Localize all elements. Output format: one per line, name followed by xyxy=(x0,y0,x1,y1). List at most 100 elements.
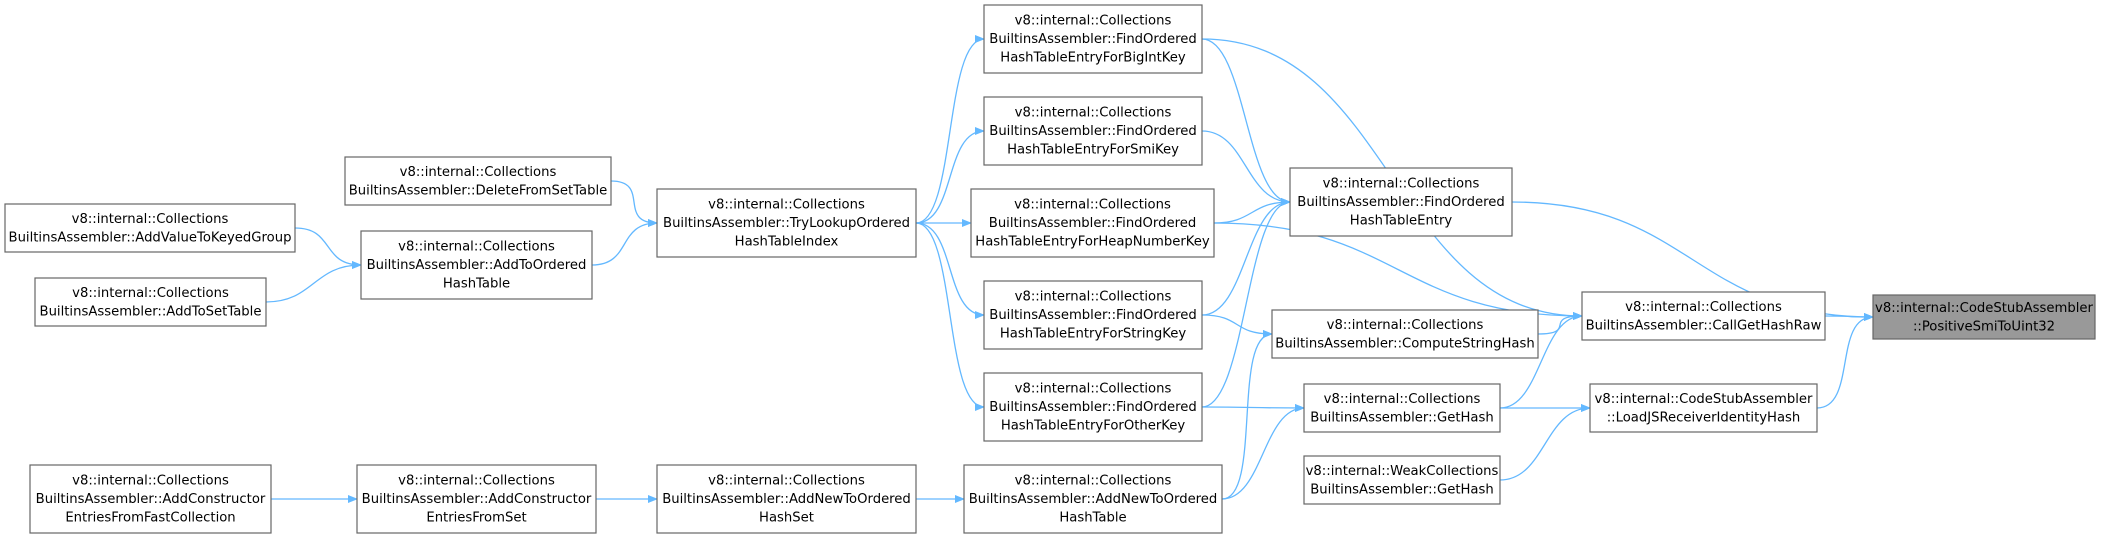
node-addnewtoorderedht[interactable]: v8::internal::CollectionsBuiltinsAssembl… xyxy=(963,464,1223,534)
node-label-line: BuiltinsAssembler::AddToOrdered xyxy=(367,258,587,273)
node-label-line: BuiltinsAssembler::GetHash xyxy=(1310,482,1493,497)
node-addtoorderedht[interactable]: v8::internal::CollectionsBuiltinsAssembl… xyxy=(360,230,593,300)
edge-heapnum-to-findorderedhte xyxy=(1213,198,1291,224)
edge-trylookup-to-stringkey xyxy=(915,222,985,319)
node-box xyxy=(1581,291,1826,341)
node-label-line: HashTableIndex xyxy=(735,235,839,250)
node-box xyxy=(1271,309,1539,359)
node-label-line: v8::internal::Collections xyxy=(1015,474,1172,489)
node-trylookup[interactable]: v8::internal::CollectionsBuiltinsAssembl… xyxy=(656,188,917,258)
node-stringkey[interactable]: v8::internal::CollectionsBuiltinsAssembl… xyxy=(983,280,1203,350)
node-computestringhash[interactable]: v8::internal::CollectionsBuiltinsAssembl… xyxy=(1271,309,1539,359)
node-box xyxy=(1303,383,1501,433)
node-box xyxy=(344,156,612,206)
node-label-line: BuiltinsAssembler::FindOrdered xyxy=(989,400,1196,415)
edge-addnewtoorderedht-to-gethash xyxy=(1221,404,1305,500)
node-label-line: BuiltinsAssembler::FindOrdered xyxy=(1297,195,1504,210)
edge-trylookup-to-bigint xyxy=(915,35,985,224)
node-label-line: BuiltinsAssembler::ComputeStringHash xyxy=(1275,336,1534,351)
node-label-line: v8::internal::Collections xyxy=(708,474,865,489)
node-heapnum[interactable]: v8::internal::CollectionsBuiltinsAssembl… xyxy=(970,188,1215,258)
edge-trylookup-to-smikey xyxy=(915,127,985,224)
node-label-line: v8::internal::Collections xyxy=(1625,300,1782,315)
node-label-line: BuiltinsAssembler::AddConstructor xyxy=(36,492,266,507)
node-otherkey[interactable]: v8::internal::CollectionsBuiltinsAssembl… xyxy=(983,372,1203,442)
node-label-line: BuiltinsAssembler::FindOrdered xyxy=(989,124,1196,139)
node-gethash[interactable]: v8::internal::CollectionsBuiltinsAssembl… xyxy=(1303,383,1501,433)
node-label-line: HashTable xyxy=(1059,511,1126,526)
node-box xyxy=(360,230,593,300)
node-box xyxy=(970,188,1215,258)
node-label-line: v8::internal::Collections xyxy=(400,165,557,180)
node-label-line: v8::internal::Collections xyxy=(1327,318,1484,333)
node-label-line: HashTableEntryForSmiKey xyxy=(1007,143,1179,158)
node-addnewtoorderedhs[interactable]: v8::internal::CollectionsBuiltinsAssembl… xyxy=(656,464,917,534)
node-addvaluetokeyed[interactable]: v8::internal::CollectionsBuiltinsAssembl… xyxy=(4,203,296,253)
node-label-line: v8::internal::Collections xyxy=(1323,177,1480,192)
node-label-line: BuiltinsAssembler::FindOrdered xyxy=(989,308,1196,323)
node-box xyxy=(1303,455,1501,505)
node-label-line: v8::internal::CodeStubAssembler xyxy=(1875,301,2093,316)
node-label-line: BuiltinsAssembler::AddNewToOrdered xyxy=(662,492,911,507)
nodes: v8::internal::CodeStubAssembler::Positiv… xyxy=(4,4,2096,534)
node-label-line: v8::internal::Collections xyxy=(398,474,555,489)
edge-stringkey-to-findorderedhte xyxy=(1201,198,1291,316)
node-bigint[interactable]: v8::internal::CollectionsBuiltinsAssembl… xyxy=(983,4,1203,74)
edge-gethash-to-callgethashraw xyxy=(1499,312,1583,409)
node-label-line: EntriesFromFastCollection xyxy=(65,511,235,526)
node-label-line: BuiltinsAssembler::FindOrdered xyxy=(989,216,1196,231)
node-label-line: BuiltinsAssembler::AddNewToOrdered xyxy=(969,492,1218,507)
node-label-line: BuiltinsAssembler::TryLookupOrdered xyxy=(663,216,910,231)
node-box xyxy=(1589,383,1818,433)
node-root[interactable]: v8::internal::CodeStubAssembler::Positiv… xyxy=(1872,294,2096,340)
node-addconstructorset[interactable]: v8::internal::CollectionsBuiltinsAssembl… xyxy=(356,464,597,534)
node-box xyxy=(963,464,1223,534)
node-smikey[interactable]: v8::internal::CollectionsBuiltinsAssembl… xyxy=(983,96,1203,166)
edge-otherkey-to-findorderedhte xyxy=(1201,198,1291,408)
node-box xyxy=(656,188,917,258)
node-label-line: v8::internal::Collections xyxy=(1015,290,1172,305)
edge-stringkey-to-computestringhash xyxy=(1201,314,1273,338)
node-label-line: HashSet xyxy=(759,511,814,526)
edge-addtoorderedht-to-trylookup xyxy=(591,219,658,266)
node-label-line: v8::internal::Collections xyxy=(398,240,555,255)
node-label-line: ::LoadJSReceiverIdentityHash xyxy=(1607,410,1801,425)
edge-otherkey-to-gethash xyxy=(1201,403,1305,412)
node-box xyxy=(656,464,917,534)
node-weakgethash[interactable]: v8::internal::WeakCollectionsBuiltinsAss… xyxy=(1303,455,1501,505)
node-label-line: v8::internal::Collections xyxy=(1014,198,1171,213)
node-label-line: BuiltinsAssembler::FindOrdered xyxy=(989,32,1196,47)
node-box xyxy=(983,280,1203,350)
node-box xyxy=(983,4,1203,74)
node-label-line: HashTableEntryForOtherKey xyxy=(1001,419,1186,434)
edge-computestringhash-to-callgethashraw xyxy=(1537,312,1583,335)
edge-bigint-to-findorderedhte xyxy=(1201,38,1291,206)
node-callgethashraw[interactable]: v8::internal::CollectionsBuiltinsAssembl… xyxy=(1581,291,1826,341)
edge-heapnum-to-callgethashraw xyxy=(1213,222,1583,320)
node-addtosettable[interactable]: v8::internal::CollectionsBuiltinsAssembl… xyxy=(34,277,267,327)
node-label-line: EntriesFromSet xyxy=(426,511,526,526)
node-label-line: HashTableEntryForHeapNumberKey xyxy=(975,235,1210,250)
node-label-line: v8::internal::Collections xyxy=(72,212,229,227)
node-label-line: ::PositiveSmiToUint32 xyxy=(1913,319,2055,334)
node-box xyxy=(356,464,597,534)
edge-addvaluetokeyed-to-addtoorderedht xyxy=(294,227,362,269)
edge-smikey-to-findorderedhte xyxy=(1201,130,1291,206)
node-box xyxy=(34,277,267,327)
node-deletefromset[interactable]: v8::internal::CollectionsBuiltinsAssembl… xyxy=(344,156,612,206)
edge-deletefromset-to-trylookup xyxy=(610,180,658,227)
edge-loadjsreceiver-to-root xyxy=(1816,313,1874,409)
node-label-line: v8::internal::Collections xyxy=(1324,392,1481,407)
node-findorderedhte[interactable]: v8::internal::CollectionsBuiltinsAssembl… xyxy=(1289,167,1513,237)
node-label-line: BuiltinsAssembler::DeleteFromSetTable xyxy=(349,183,608,198)
edge-addnewtoorderedht-to-computestringhash xyxy=(1221,330,1273,500)
node-label-line: HashTableEntryForStringKey xyxy=(1000,327,1186,342)
node-addconstructorfast[interactable]: v8::internal::CollectionsBuiltinsAssembl… xyxy=(29,464,272,534)
node-loadjsreceiver[interactable]: v8::internal::CodeStubAssembler::LoadJSR… xyxy=(1589,383,1818,433)
node-label-line: v8::internal::Collections xyxy=(1015,14,1172,29)
node-label-line: v8::internal::Collections xyxy=(1015,382,1172,397)
edge-trylookup-to-otherkey xyxy=(915,222,985,411)
edge-weakgethash-to-loadjsreceiver xyxy=(1499,404,1591,481)
node-label-line: v8::internal::Collections xyxy=(72,286,229,301)
